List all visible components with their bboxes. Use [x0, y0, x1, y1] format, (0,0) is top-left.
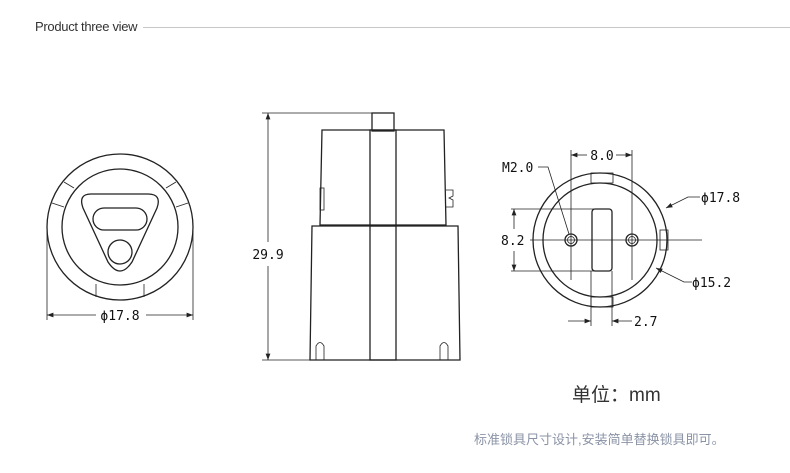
screw-label: M2.0 — [502, 161, 533, 176]
slot-width-label: 2.7 — [634, 315, 657, 330]
width-label: 8.0 — [590, 149, 613, 164]
front-view: ϕ17.8 — [46, 153, 194, 324]
side-view: 29.9 — [252, 112, 461, 361]
bottom-view: 8.0 M2.0 8.2 ϕ17.8 ϕ15.2 2.7 — [501, 149, 740, 330]
divider — [143, 27, 790, 28]
inner-diameter-label: ϕ15.2 — [692, 276, 731, 291]
height-label: 29.9 — [252, 248, 283, 263]
section-title: Product three view — [35, 19, 138, 34]
footer-note: 标准锁具尺寸设计,安装简单替换锁具即可。 — [474, 432, 725, 447]
front-diameter-label: ϕ17.8 — [100, 309, 139, 324]
outer-diameter-label: ϕ17.8 — [701, 191, 740, 206]
slot-height-label: 8.2 — [501, 234, 524, 249]
unit-label: 单位：mm — [572, 385, 661, 406]
